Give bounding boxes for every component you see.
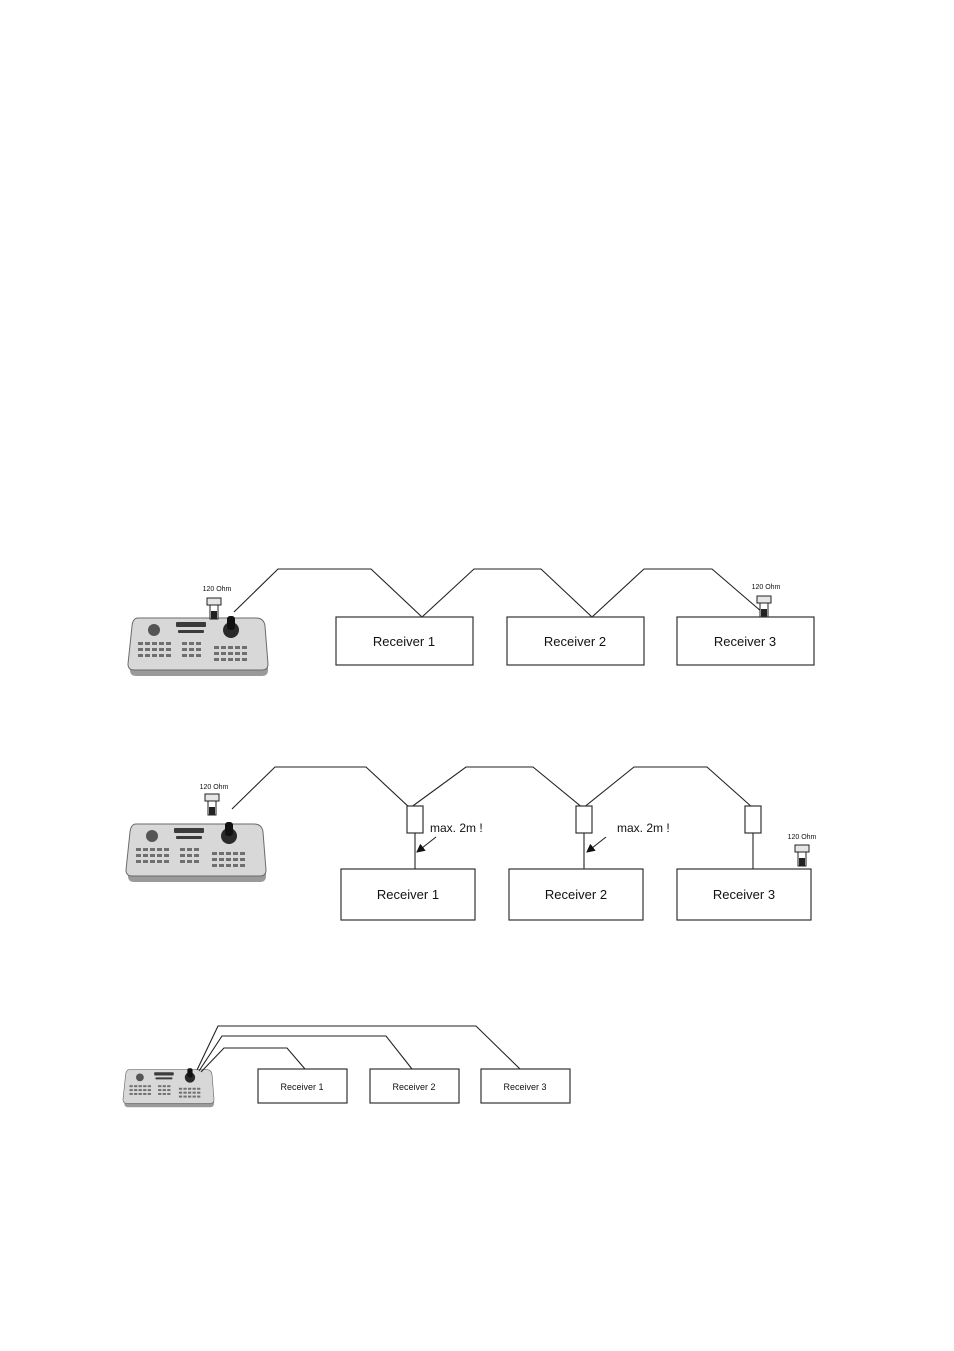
receiver-box: Receiver 1 [335,616,474,666]
diagram-daisy-chain: 120 Ohm 120 Ohm Receiver 1 Receiver 2 Re… [127,568,815,677]
star-cable [200,1047,306,1073]
terminator-resistor-icon [794,844,810,867]
terminator-label: 120 Ohm [200,784,229,791]
receiver-label: Receiver 2 [545,887,607,902]
receiver-label: Receiver 2 [392,1082,435,1092]
receiver-box: Receiver 2 [506,616,645,666]
terminator-resistor-icon [204,793,220,816]
bus-cable [231,766,754,810]
terminator-label: 120 Ohm [203,586,232,593]
note-arrow [416,836,437,853]
receiver-label: Receiver 1 [377,887,439,902]
receiver-label: Receiver 1 [280,1082,323,1092]
stub-length-note: max. 2m ! [430,821,483,835]
terminator-label: 120 Ohm [752,584,781,591]
junction-box-icon [744,805,762,834]
diagram-daisy-chain-with-stubs: 120 Ohm max. 2m ! max. 2m ! 120 Ohm Rece… [125,766,817,921]
ptz-controller-keyboard-icon [122,1067,215,1108]
ptz-controller-keyboard-icon [125,821,267,883]
terminator-resistor-icon [206,597,222,620]
star-cable [198,1035,413,1072]
receiver-box: Receiver 3 [480,1068,571,1104]
receiver-box: Receiver 2 [508,868,644,921]
junction-box-icon [406,805,424,834]
terminator-label: 120 Ohm [788,834,817,841]
ptz-controller-keyboard-icon [127,615,269,677]
receiver-label: Receiver 3 [503,1082,546,1092]
bus-cable [233,568,763,618]
receiver-box: Receiver 3 [676,868,812,921]
receiver-label: Receiver 1 [373,634,435,649]
receiver-box: Receiver 2 [369,1068,460,1104]
receiver-label: Receiver 2 [544,634,606,649]
stub-length-note: max. 2m ! [617,821,670,835]
receiver-box: Receiver 1 [257,1068,348,1104]
receiver-box: Receiver 1 [340,868,476,921]
receiver-box: Receiver 3 [676,616,815,666]
receiver-label: Receiver 3 [714,634,776,649]
note-arrow [586,836,607,853]
star-cable [196,1025,521,1071]
receiver-label: Receiver 3 [713,887,775,902]
terminator-resistor-icon [756,595,772,618]
diagram-star: Receiver 1 Receiver 2 Receiver 3 [122,1025,571,1108]
junction-box-icon [575,805,593,834]
